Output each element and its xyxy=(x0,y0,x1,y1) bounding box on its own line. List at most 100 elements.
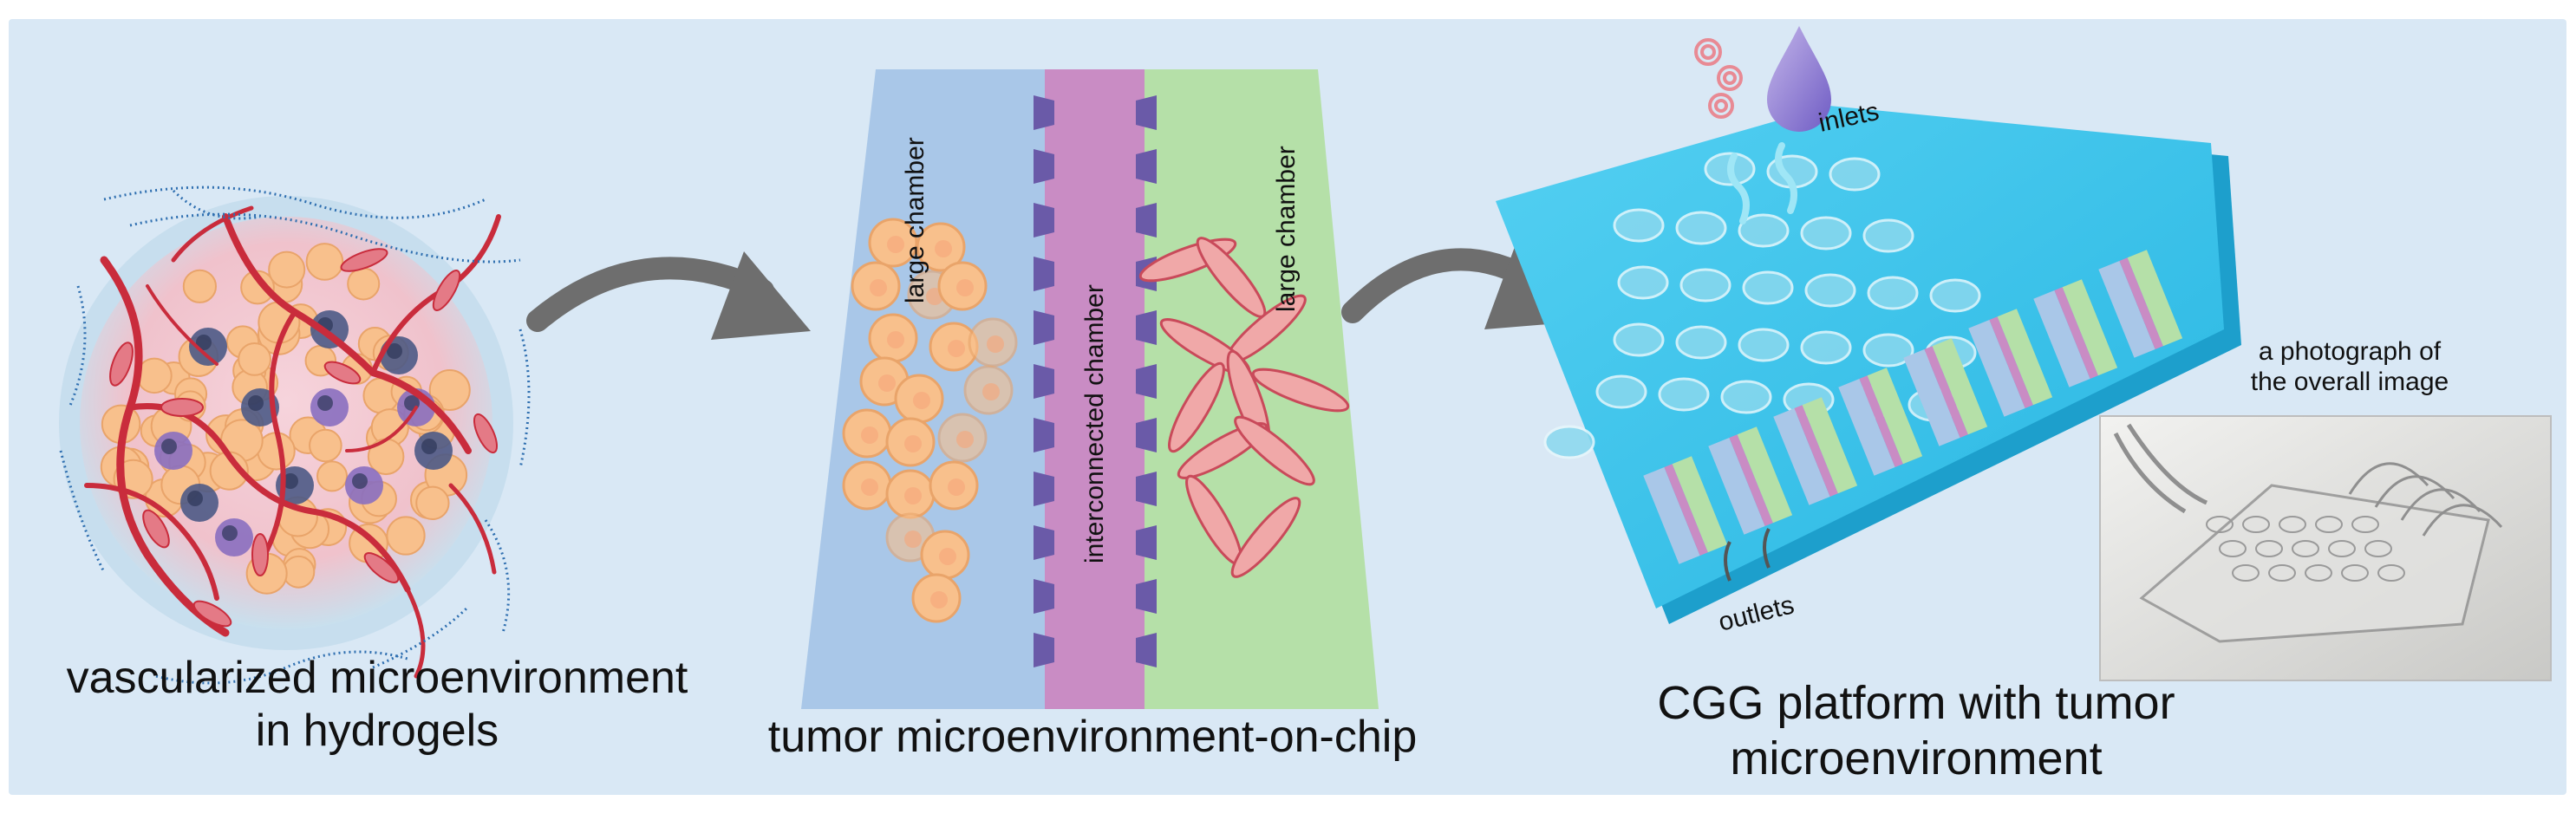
pillar-left xyxy=(1034,579,1054,614)
photo-well xyxy=(2341,564,2369,582)
panel2-caption: tumor microenvironment-on-chip xyxy=(711,711,1474,764)
chip-tumor-nucleus xyxy=(861,426,878,444)
chip-well xyxy=(1862,218,1914,253)
fibroblast-cell xyxy=(1234,415,1315,486)
panel1-caption-line2: in hydrogels xyxy=(255,706,499,757)
photo-wells xyxy=(2206,516,2405,582)
chip-well xyxy=(1738,328,1790,362)
pillar-left xyxy=(1034,633,1054,667)
chip-well xyxy=(1675,325,1727,360)
tumor-cell xyxy=(282,555,316,589)
unit-middle xyxy=(1924,346,1968,438)
photo-well xyxy=(2279,516,2306,533)
unit-middle xyxy=(1989,316,2033,408)
immune-cell-nucleus xyxy=(248,395,264,411)
immune-cell-nucleus xyxy=(387,343,402,359)
chip-well xyxy=(1829,157,1881,192)
tumor-cell xyxy=(240,270,275,305)
chip-well xyxy=(1738,213,1790,248)
unit-left xyxy=(2033,290,2090,387)
pillar-right xyxy=(1136,633,1157,667)
chip-well xyxy=(1613,208,1665,243)
photo-label-line1: a photograph of xyxy=(2258,337,2442,366)
tumor-cell xyxy=(428,368,471,411)
pillar-right xyxy=(1136,310,1157,345)
chamber-unit xyxy=(1708,426,1793,535)
panel2-caption-text: tumor microenvironment-on-chip xyxy=(767,712,1418,762)
unit-left xyxy=(2098,261,2155,358)
chip-well xyxy=(1617,265,1669,300)
chip-well xyxy=(1800,216,1852,251)
pillar-left xyxy=(1034,203,1054,238)
vascularized-sphere xyxy=(59,185,531,685)
unit-left xyxy=(1838,379,1895,476)
chip-tumor-nucleus xyxy=(956,279,974,296)
inlet-tubes xyxy=(1727,142,1797,225)
pillar-left xyxy=(1034,472,1054,506)
chip-diagram: large chamber interconnected chamber lar… xyxy=(801,69,1379,709)
fibroblast-cell xyxy=(1168,361,1225,453)
immune-cell-nucleus xyxy=(187,491,203,506)
chip-tumor-nucleus xyxy=(982,383,1000,400)
middle-chamber-label: interconnected chamber xyxy=(1080,284,1109,563)
photo-well xyxy=(2377,564,2405,582)
pillar-right xyxy=(1136,364,1157,399)
photo-well xyxy=(2255,540,2283,557)
pillar-left xyxy=(1034,95,1054,130)
endothelial-cells xyxy=(109,248,499,628)
medium-drop-icon xyxy=(1767,26,1831,132)
unit-left xyxy=(1968,320,2025,417)
unit-left xyxy=(1903,349,1960,446)
chip-well xyxy=(1679,268,1731,303)
photo-label-line2: the overall image xyxy=(2250,368,2449,397)
chip-well xyxy=(1800,330,1852,365)
unit-right xyxy=(1867,368,1923,465)
photo-well xyxy=(2328,540,2356,557)
chip-tumor-nucleus xyxy=(948,478,965,496)
photo-well xyxy=(2305,564,2332,582)
unit-middle xyxy=(1664,464,1708,556)
chip-tumor-nucleus xyxy=(948,340,965,357)
chip-well xyxy=(1720,380,1772,414)
fibroblast-cell xyxy=(1230,497,1301,578)
fibroblast-cell xyxy=(1251,368,1350,413)
chip-well xyxy=(1929,278,1981,313)
unit-right xyxy=(2127,250,2183,347)
immune-cell-group xyxy=(154,310,453,556)
cgg-chip: inlets outlets xyxy=(1496,26,2241,637)
pillar-left xyxy=(1034,418,1054,452)
chamber-unit xyxy=(1838,368,1923,476)
chamber-unit xyxy=(1643,456,1728,564)
photo-well xyxy=(2242,516,2270,533)
tumor-cell xyxy=(268,251,306,289)
chip-tumor-nucleus xyxy=(904,530,922,548)
photo-well xyxy=(2364,540,2392,557)
pillar-right xyxy=(1136,95,1157,130)
tumor-cell xyxy=(386,516,426,556)
photo-label: a photograph of the overall image xyxy=(2168,336,2532,398)
photo-well xyxy=(2292,540,2319,557)
chip-tumor-nucleus xyxy=(887,236,904,253)
chip-tumor-nucleus xyxy=(930,591,948,608)
chip-tumor-nucleus xyxy=(904,487,922,504)
chip-tumor-nucleus xyxy=(878,374,896,392)
panel1-caption-line1: vascularized microenvironment xyxy=(66,653,688,703)
photo-device xyxy=(2113,423,2503,643)
chamber-unit xyxy=(2098,250,2183,358)
immune-cell-nucleus xyxy=(352,473,368,489)
chamber-unit xyxy=(2033,279,2118,387)
chamber-unit xyxy=(1903,338,1988,446)
pillar-left xyxy=(1034,310,1054,345)
arrow-1 xyxy=(526,251,811,340)
left-chamber-label: large chamber xyxy=(901,137,929,303)
photo-well xyxy=(2351,516,2379,533)
chip-well xyxy=(1543,425,1595,459)
unit-right xyxy=(1997,309,2053,406)
unit-right xyxy=(1737,426,1793,524)
photo-well xyxy=(2315,516,2343,533)
chip-tumor-nucleus xyxy=(956,431,974,448)
pillar-left xyxy=(1034,257,1054,291)
chamber-unit xyxy=(1968,309,2053,417)
chip-tumor-nucleus xyxy=(935,240,952,257)
